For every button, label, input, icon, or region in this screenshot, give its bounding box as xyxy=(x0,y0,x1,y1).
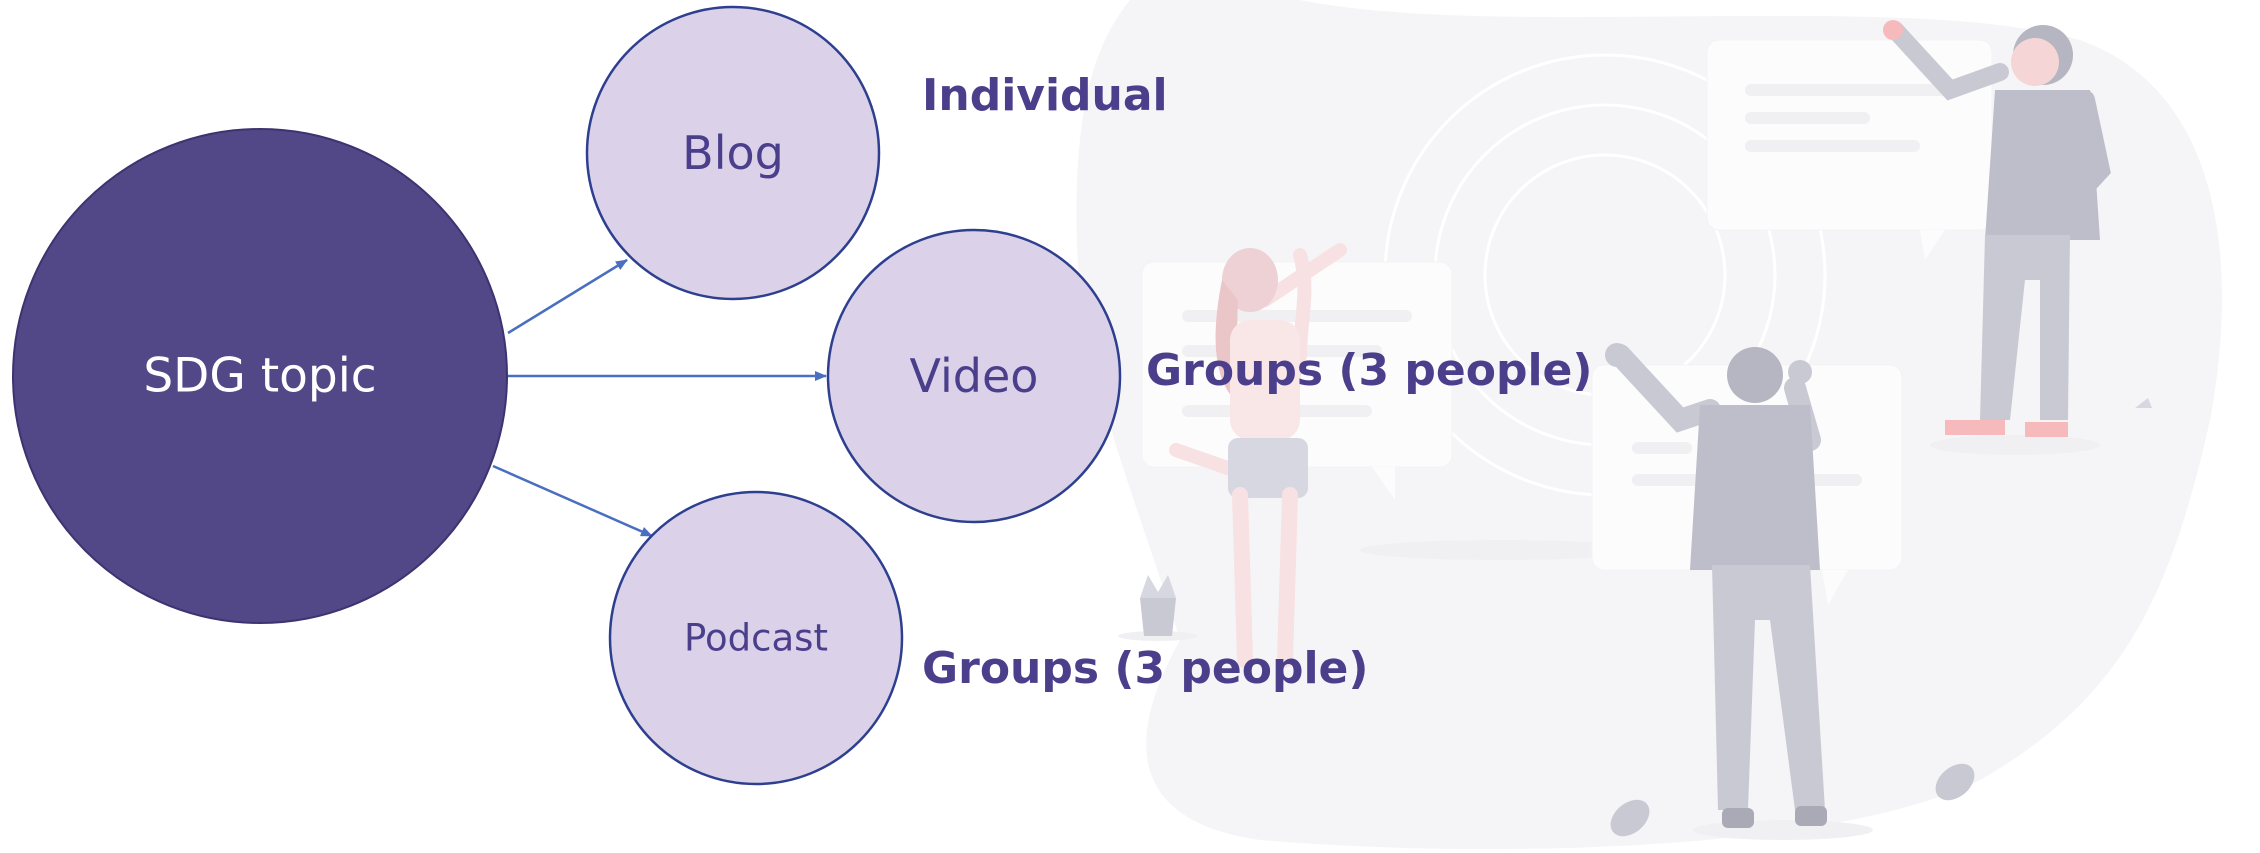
arrow-to-podcast xyxy=(492,464,653,538)
speech-bubble-top-right xyxy=(1706,39,1993,260)
caption-video: Groups (3 people) xyxy=(1146,345,1593,396)
leaf-decor-left xyxy=(1610,799,1650,837)
node-video-label: Video xyxy=(910,349,1039,403)
arrows xyxy=(492,258,827,538)
man-figure-right xyxy=(1883,20,2111,455)
node-podcast-label: Podcast xyxy=(684,617,828,660)
node-blog-label: Blog xyxy=(682,126,784,180)
node-blog: Blog xyxy=(585,5,881,301)
center-node: SDG topic xyxy=(12,128,508,624)
arrow-to-blog xyxy=(507,258,628,335)
background-illustration xyxy=(1076,0,2223,850)
plant-pot xyxy=(1118,575,1198,641)
center-node-label: SDG topic xyxy=(143,349,376,404)
leaf-decor-right xyxy=(1935,763,1975,801)
caption-blog: Individual xyxy=(922,70,1168,121)
floor-shadow xyxy=(1360,540,1640,560)
woman-figure xyxy=(1169,243,1347,668)
caption-podcast: Groups (3 people) xyxy=(922,643,1369,694)
man-figure-middle xyxy=(1605,343,1873,840)
node-podcast: Podcast xyxy=(608,490,904,786)
node-video: Video xyxy=(826,228,1122,524)
small-plant-decor xyxy=(2135,398,2152,408)
